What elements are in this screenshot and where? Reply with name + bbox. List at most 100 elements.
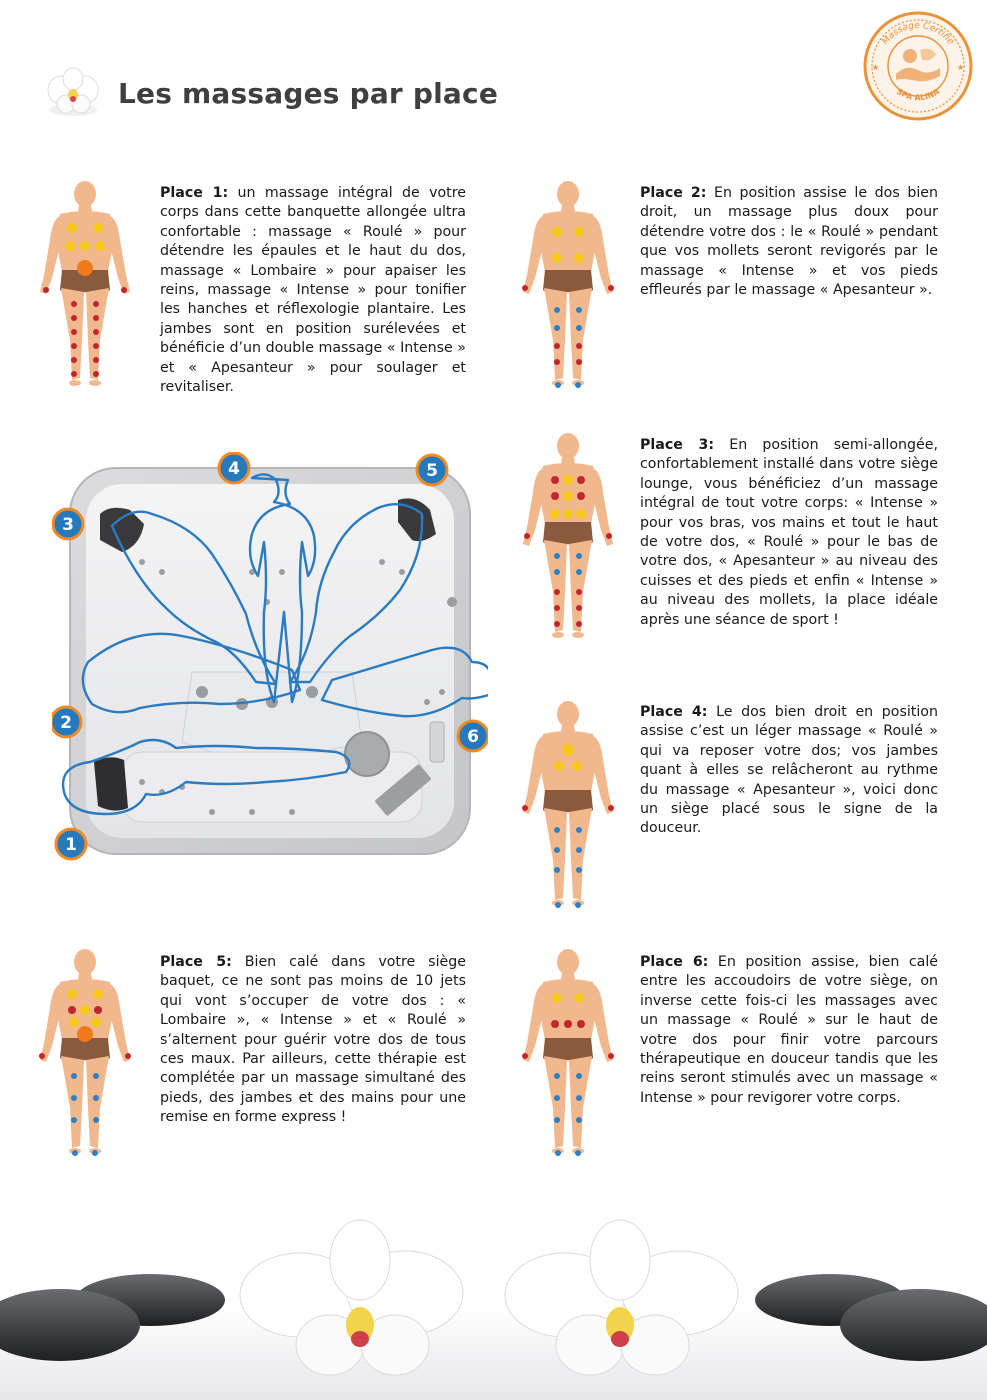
massage-jet-dot [71, 301, 77, 307]
place-1-description: Place 1: un massage intégral de votre co… [160, 184, 466, 397]
massage-jet-dot [93, 1095, 99, 1101]
massage-jet-dot [562, 744, 574, 756]
massage-jet-dot [71, 1117, 77, 1123]
massage-jet-dot [576, 325, 582, 331]
massage-jet-dot [92, 1150, 98, 1156]
massage-jet-dot [576, 621, 582, 627]
seat-number-2: 2 [52, 705, 83, 739]
svg-text:3: 3 [62, 515, 74, 535]
massage-jet-dot [71, 329, 77, 335]
massage-jet-dot [554, 761, 564, 771]
massage-jet-dot [552, 993, 562, 1003]
body-silhouette [523, 433, 613, 638]
massage-jet-dot [93, 989, 103, 999]
massage-jet-dot [552, 253, 562, 263]
orchid-right-icon [504, 1219, 739, 1376]
svg-text:4: 4 [228, 459, 240, 479]
massage-jet-dot [574, 253, 584, 263]
massage-jet-dot [554, 827, 560, 833]
massage-jet-dot [93, 1117, 99, 1123]
massage-jet-dot [522, 805, 528, 811]
massage-jet-dot [121, 287, 127, 293]
massage-jet-dot [576, 569, 582, 575]
massage-jet-dot [67, 989, 77, 999]
massage-jet-dot [93, 357, 99, 363]
massage-jet-dot [575, 902, 581, 908]
page-header: Les massages par place [44, 66, 498, 120]
massage-jet-dot [43, 287, 49, 293]
massage-jet-dot [93, 1073, 99, 1079]
body-silhouette [522, 949, 614, 1156]
place-4-text: Le dos bien droit en position assise c’e… [640, 704, 938, 837]
massage-jet-dot [554, 307, 560, 313]
massage-jet-dot [608, 285, 614, 291]
body-silhouette [40, 181, 130, 386]
massage-jet-dot [551, 1020, 559, 1028]
certification-badge: Massage Certifié SPA ALINA ★ ★ [863, 11, 973, 121]
place-4-description: Place 4: Le dos bien droit en position a… [640, 703, 938, 839]
svg-text:★: ★ [872, 63, 879, 72]
massage-jet-dot [563, 491, 573, 501]
body-silhouette [522, 701, 614, 908]
headrest-5 [398, 498, 436, 542]
massage-jet-dot [576, 1073, 582, 1079]
massage-jet-dot [554, 343, 560, 349]
massage-jet-dot [572, 761, 582, 771]
massage-jet-dot [576, 867, 582, 873]
massage-jet-dot [563, 475, 573, 485]
massage-jet-dot [93, 315, 99, 321]
svg-text:1: 1 [65, 835, 77, 855]
massage-jet-dot [555, 382, 561, 388]
massage-jet-dot [564, 1020, 572, 1028]
massage-jet-dot [554, 1095, 560, 1101]
massage-jet-dot [551, 476, 559, 484]
massage-jet-dot [574, 227, 584, 237]
massage-jet-dot [608, 1053, 614, 1059]
massage-jet-dot [555, 902, 561, 908]
place-4-label: Place 4: [640, 704, 708, 720]
massage-jet-dot [67, 223, 77, 233]
massage-jet-dot [576, 343, 582, 349]
massage-jet-dot [93, 223, 103, 233]
place-6-description: Place 6: En position assise, bien calé e… [640, 953, 938, 1108]
body-outline-place-3 [110, 510, 278, 686]
svg-text:5: 5 [426, 461, 438, 481]
spa-tub-diagram: 1 2 3 4 5 6 [52, 452, 488, 861]
massage-jet-dot [71, 315, 77, 321]
massage-jet-dot [71, 371, 77, 377]
place-1-text: un massage intégral de votre corps dans … [160, 185, 466, 396]
massage-jet-dot [576, 553, 582, 559]
body-diagram-place-1 [30, 180, 140, 395]
massage-jet-dot [554, 847, 560, 853]
body-outline-place-6 [320, 646, 488, 718]
massage-jet-dot [577, 492, 585, 500]
massage-jet-dot [550, 509, 560, 519]
massage-jet-dot [72, 1150, 78, 1156]
massage-jet-dot [80, 241, 90, 251]
massage-jet-dot [576, 307, 582, 313]
orchid-left-icon [239, 1219, 464, 1376]
massage-jet-dot [575, 1150, 581, 1156]
massage-jet-dot [94, 1006, 102, 1014]
place-3-label: Place 3: [640, 437, 715, 453]
place-3-description: Place 3: En position semi-allongée, conf… [640, 436, 938, 630]
massage-jet-dot [80, 1005, 90, 1015]
massage-jet-dot [576, 1095, 582, 1101]
massage-jet-dot [555, 1150, 561, 1156]
massage-jet-dot [524, 533, 530, 539]
place-1-label: Place 1: [160, 185, 229, 201]
massage-jet-dot [576, 359, 582, 365]
body-diagram-place-2 [513, 180, 623, 395]
place-2-description: Place 2: En position assise le dos bien … [640, 184, 938, 300]
massage-jet-dot [606, 533, 612, 539]
massage-jet-dot [93, 343, 99, 349]
place-5-label: Place 5: [160, 954, 232, 970]
massage-jet-dot [576, 509, 586, 519]
massage-jet-dot [576, 605, 582, 611]
massage-jet-dot [576, 589, 582, 595]
massage-jet-dot [39, 1053, 45, 1059]
place-5-text: Bien calé dans votre siège baquet, ce ne… [160, 954, 466, 1126]
massage-jet-dot [554, 605, 560, 611]
massage-jet-dot [554, 867, 560, 873]
massage-jet-dot [91, 1017, 101, 1027]
